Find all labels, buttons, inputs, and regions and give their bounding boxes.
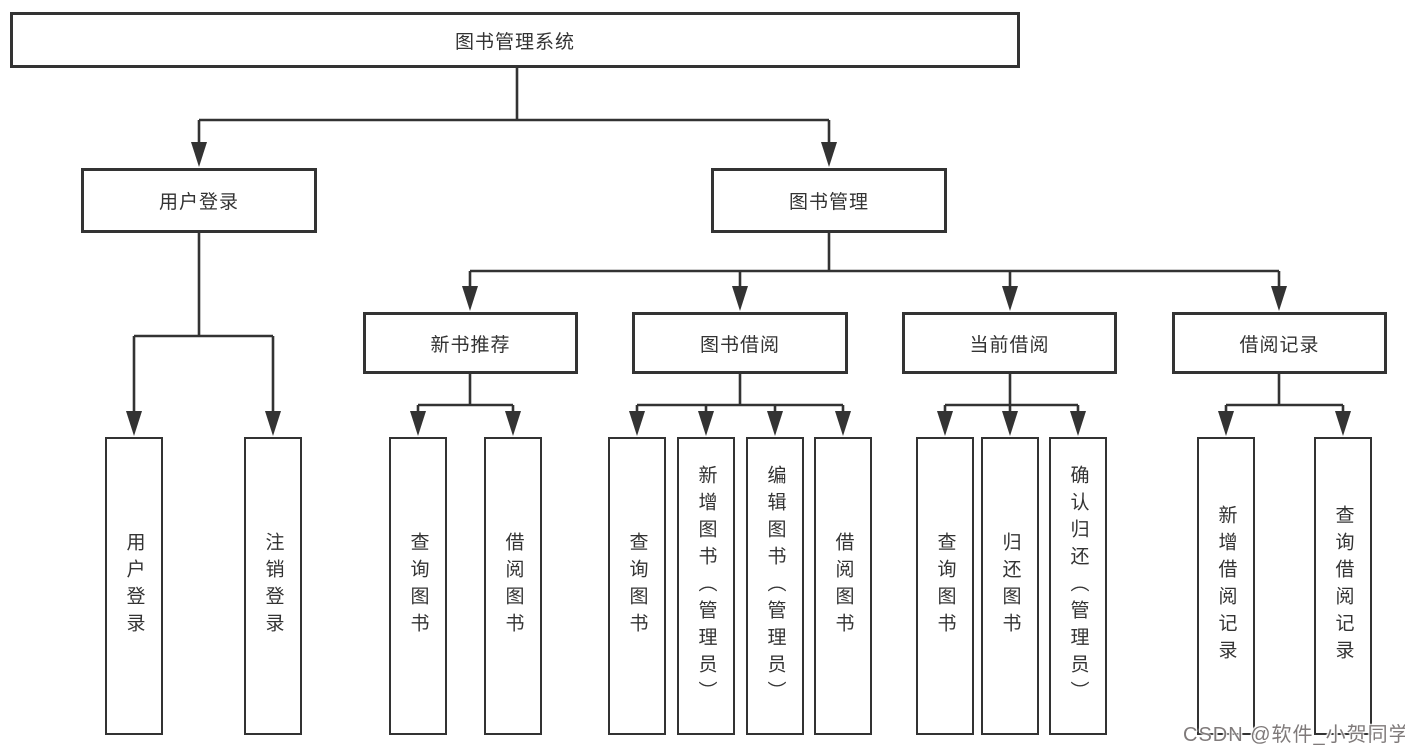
arrowhead-down-icon bbox=[462, 286, 478, 311]
arrowhead-down-icon bbox=[732, 286, 748, 311]
node-current-borrow: 当前借阅 bbox=[902, 312, 1117, 374]
leaf-query-books-borrow: 查询图书 bbox=[608, 437, 666, 735]
node-label: 图书管理 bbox=[788, 192, 869, 213]
node-label: 新增借阅记录 bbox=[1215, 505, 1237, 667]
node-label: 图书管理系统 bbox=[454, 31, 575, 53]
node-new-book-recommend: 新书推荐 bbox=[363, 312, 578, 374]
leaf-query-borrow-record: 查询借阅记录 bbox=[1314, 437, 1372, 735]
arrowhead-down-icon bbox=[767, 411, 783, 436]
arrowhead-down-icon bbox=[1271, 286, 1287, 311]
node-label: 查询图书 bbox=[407, 532, 429, 640]
node-label: 图书借阅 bbox=[699, 334, 780, 356]
node-label: 借阅记录 bbox=[1239, 334, 1320, 356]
leaf-add-borrow-record: 新增借阅记录 bbox=[1197, 437, 1255, 735]
arrowhead-down-icon bbox=[1002, 286, 1018, 311]
node-label: 编辑图书（管理员） bbox=[764, 464, 786, 708]
node-label: 查询借阅记录 bbox=[1332, 505, 1354, 667]
leaf-edit-book-admin: 编辑图书（管理员） bbox=[746, 437, 804, 735]
node-label: 新增图书（管理员） bbox=[695, 464, 717, 708]
leaf-query-books-current: 查询图书 bbox=[916, 437, 974, 735]
leaf-query-books-recommend: 查询图书 bbox=[389, 437, 447, 735]
arrowhead-down-icon bbox=[410, 411, 426, 436]
arrowhead-down-icon bbox=[191, 142, 207, 167]
leaf-logout: 注销登录 bbox=[244, 437, 302, 735]
node-label: 当前借阅 bbox=[969, 334, 1050, 356]
node-label: 确认归还（管理员） bbox=[1067, 464, 1089, 708]
arrowhead-down-icon bbox=[835, 411, 851, 436]
leaf-borrow-books-2: 借阅图书 bbox=[814, 437, 872, 735]
node-label: 借阅图书 bbox=[502, 532, 524, 640]
node-book-management: 图书管理 bbox=[711, 168, 947, 233]
arrowhead-down-icon bbox=[1002, 411, 1018, 436]
node-label: 查询图书 bbox=[934, 532, 956, 640]
arrowhead-down-icon bbox=[629, 411, 645, 436]
arrowhead-down-icon bbox=[1070, 411, 1086, 436]
node-label: 查询图书 bbox=[626, 532, 648, 640]
arrowhead-down-icon bbox=[821, 142, 837, 167]
arrowhead-down-icon bbox=[505, 411, 521, 436]
leaf-confirm-return-admin: 确认归还（管理员） bbox=[1049, 437, 1107, 735]
arrowhead-down-icon bbox=[937, 411, 953, 436]
node-borrow-records: 借阅记录 bbox=[1172, 312, 1387, 374]
leaf-borrow-books-recommend: 借阅图书 bbox=[484, 437, 542, 735]
leaf-add-book-admin: 新增图书（管理员） bbox=[677, 437, 735, 735]
arrowhead-down-icon bbox=[698, 411, 714, 436]
arrowhead-down-icon bbox=[126, 411, 142, 436]
arrowhead-down-icon bbox=[1218, 411, 1234, 436]
node-library-system: 图书管理系统 bbox=[10, 12, 1020, 68]
node-label: 注销登录 bbox=[262, 532, 284, 640]
csdn-watermark: CSDN @软件_小贺同学 bbox=[1183, 724, 1405, 746]
node-book-borrow: 图书借阅 bbox=[632, 312, 848, 374]
node-label: 借阅图书 bbox=[832, 532, 854, 640]
arrowhead-down-icon bbox=[265, 411, 281, 436]
node-label: 用户登录 bbox=[158, 192, 239, 213]
node-label: 新书推荐 bbox=[430, 334, 511, 356]
node-label: 归还图书 bbox=[999, 532, 1021, 640]
node-user-login: 用户登录 bbox=[81, 168, 317, 233]
arrowhead-down-icon bbox=[1335, 411, 1351, 436]
leaf-user-login: 用户登录 bbox=[105, 437, 163, 735]
node-label: 用户登录 bbox=[123, 532, 145, 640]
leaf-return-book: 归还图书 bbox=[981, 437, 1039, 735]
